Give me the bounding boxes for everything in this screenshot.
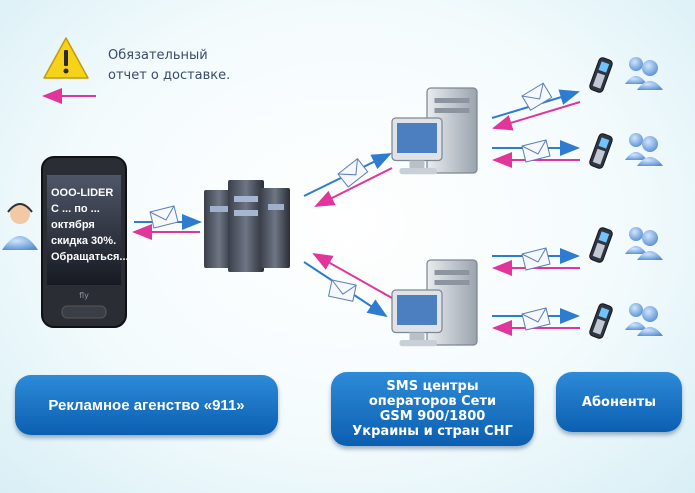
note-line-2: отчет о доставке. (108, 68, 231, 83)
sms-label-line-3: GSM 900/1800 (379, 409, 486, 424)
server-rack-icon (204, 180, 290, 272)
warning-triangle-icon (43, 37, 89, 79)
subscribers-icon (625, 227, 663, 260)
sms-label-line-4: Украины и стран СНГ (352, 424, 513, 439)
cell-phone-icon (588, 132, 614, 170)
note-line-1: Обязательный (108, 48, 208, 63)
sms-center-computer-top (391, 87, 478, 175)
arrow-sms-top-to-server (314, 167, 393, 207)
phone-line-3: октября (51, 219, 95, 231)
message-envelope-icon (149, 205, 179, 229)
mobile-phone-icon: fly (41, 156, 127, 328)
phone-screen-text: OOO-LIDER С ... по ... октября скидка 30… (51, 185, 131, 265)
phone-line-2: С ... по ... (51, 203, 100, 215)
message-envelope-icon (335, 156, 371, 190)
arrow-from-subscriber-1 (492, 101, 581, 131)
operator-icon (2, 203, 38, 250)
message-envelope-icon (521, 139, 551, 163)
subscribers-icon (625, 57, 663, 90)
sms-label-line-1: SMS центры (386, 379, 479, 394)
sms-label-line-2: операторов Сети (368, 394, 497, 409)
message-envelope-icon (521, 307, 551, 331)
sms-center-computer-bottom (391, 259, 478, 347)
cell-phone-icon (588, 226, 614, 264)
message-envelope-icon (521, 247, 551, 271)
subscribers-label: Абоненты (556, 372, 682, 432)
cell-phone-icon (588, 302, 614, 340)
phone-line-1: OOO-LIDER (51, 187, 114, 199)
subscribers-icon (625, 303, 663, 336)
arrow-sms-bottom-to-server (312, 253, 393, 299)
agency-label: Рекламное агенство «911» (15, 375, 278, 435)
phone-brand: fly (79, 291, 89, 300)
cell-phone-icon (588, 56, 614, 94)
delivery-report-note: Обязательный отчет о доставке. (108, 46, 230, 86)
subscribers-icon (625, 133, 663, 166)
phone-line-5: Обращаться... (51, 251, 129, 263)
phone-line-4: скидка 30%. (51, 235, 117, 247)
sms-centers-label: SMS центры операторов Сети GSM 900/1800 … (331, 372, 534, 446)
